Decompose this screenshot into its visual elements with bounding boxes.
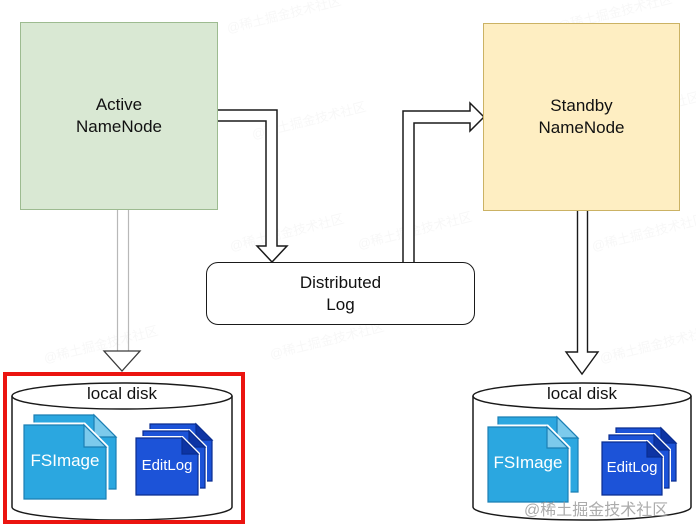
- arrow-active-to-local-disk: [102, 210, 142, 372]
- node-active-namenode: Active NameNode: [20, 22, 218, 210]
- node-active-namenode-label: Active NameNode: [76, 95, 162, 136]
- left-local-disk-label: local disk: [87, 384, 157, 403]
- left-fsimage-label: FSImage: [30, 451, 100, 470]
- highlight-box: [3, 372, 245, 524]
- node-standby-namenode: Standby NameNode: [483, 23, 680, 211]
- left-editlog-stack: [134, 422, 214, 497]
- node-distributed-log: Distributed Log: [206, 262, 475, 325]
- right-editlog-stack: [600, 426, 678, 497]
- watermark-corner: @稀土掘金技术社区: [524, 502, 669, 519]
- right-editlog-label: EditLog: [606, 459, 658, 476]
- node-distributed-log-label: Distributed Log: [299, 272, 382, 314]
- node-standby-namenode-label: Standby NameNode: [538, 96, 625, 137]
- arrow-distributed-log-to-standby: [402, 101, 486, 262]
- left-fsimage-stack: [21, 413, 118, 502]
- left-editlog-label: EditLog: [141, 457, 193, 474]
- right-fsimage-label: FSImage: [493, 453, 563, 472]
- arrow-standby-to-local-disk: [564, 211, 600, 376]
- right-local-disk-label: local disk: [547, 384, 617, 403]
- arrow-active-to-distributed-log: [218, 109, 289, 264]
- right-fsimage-stack: [485, 415, 580, 505]
